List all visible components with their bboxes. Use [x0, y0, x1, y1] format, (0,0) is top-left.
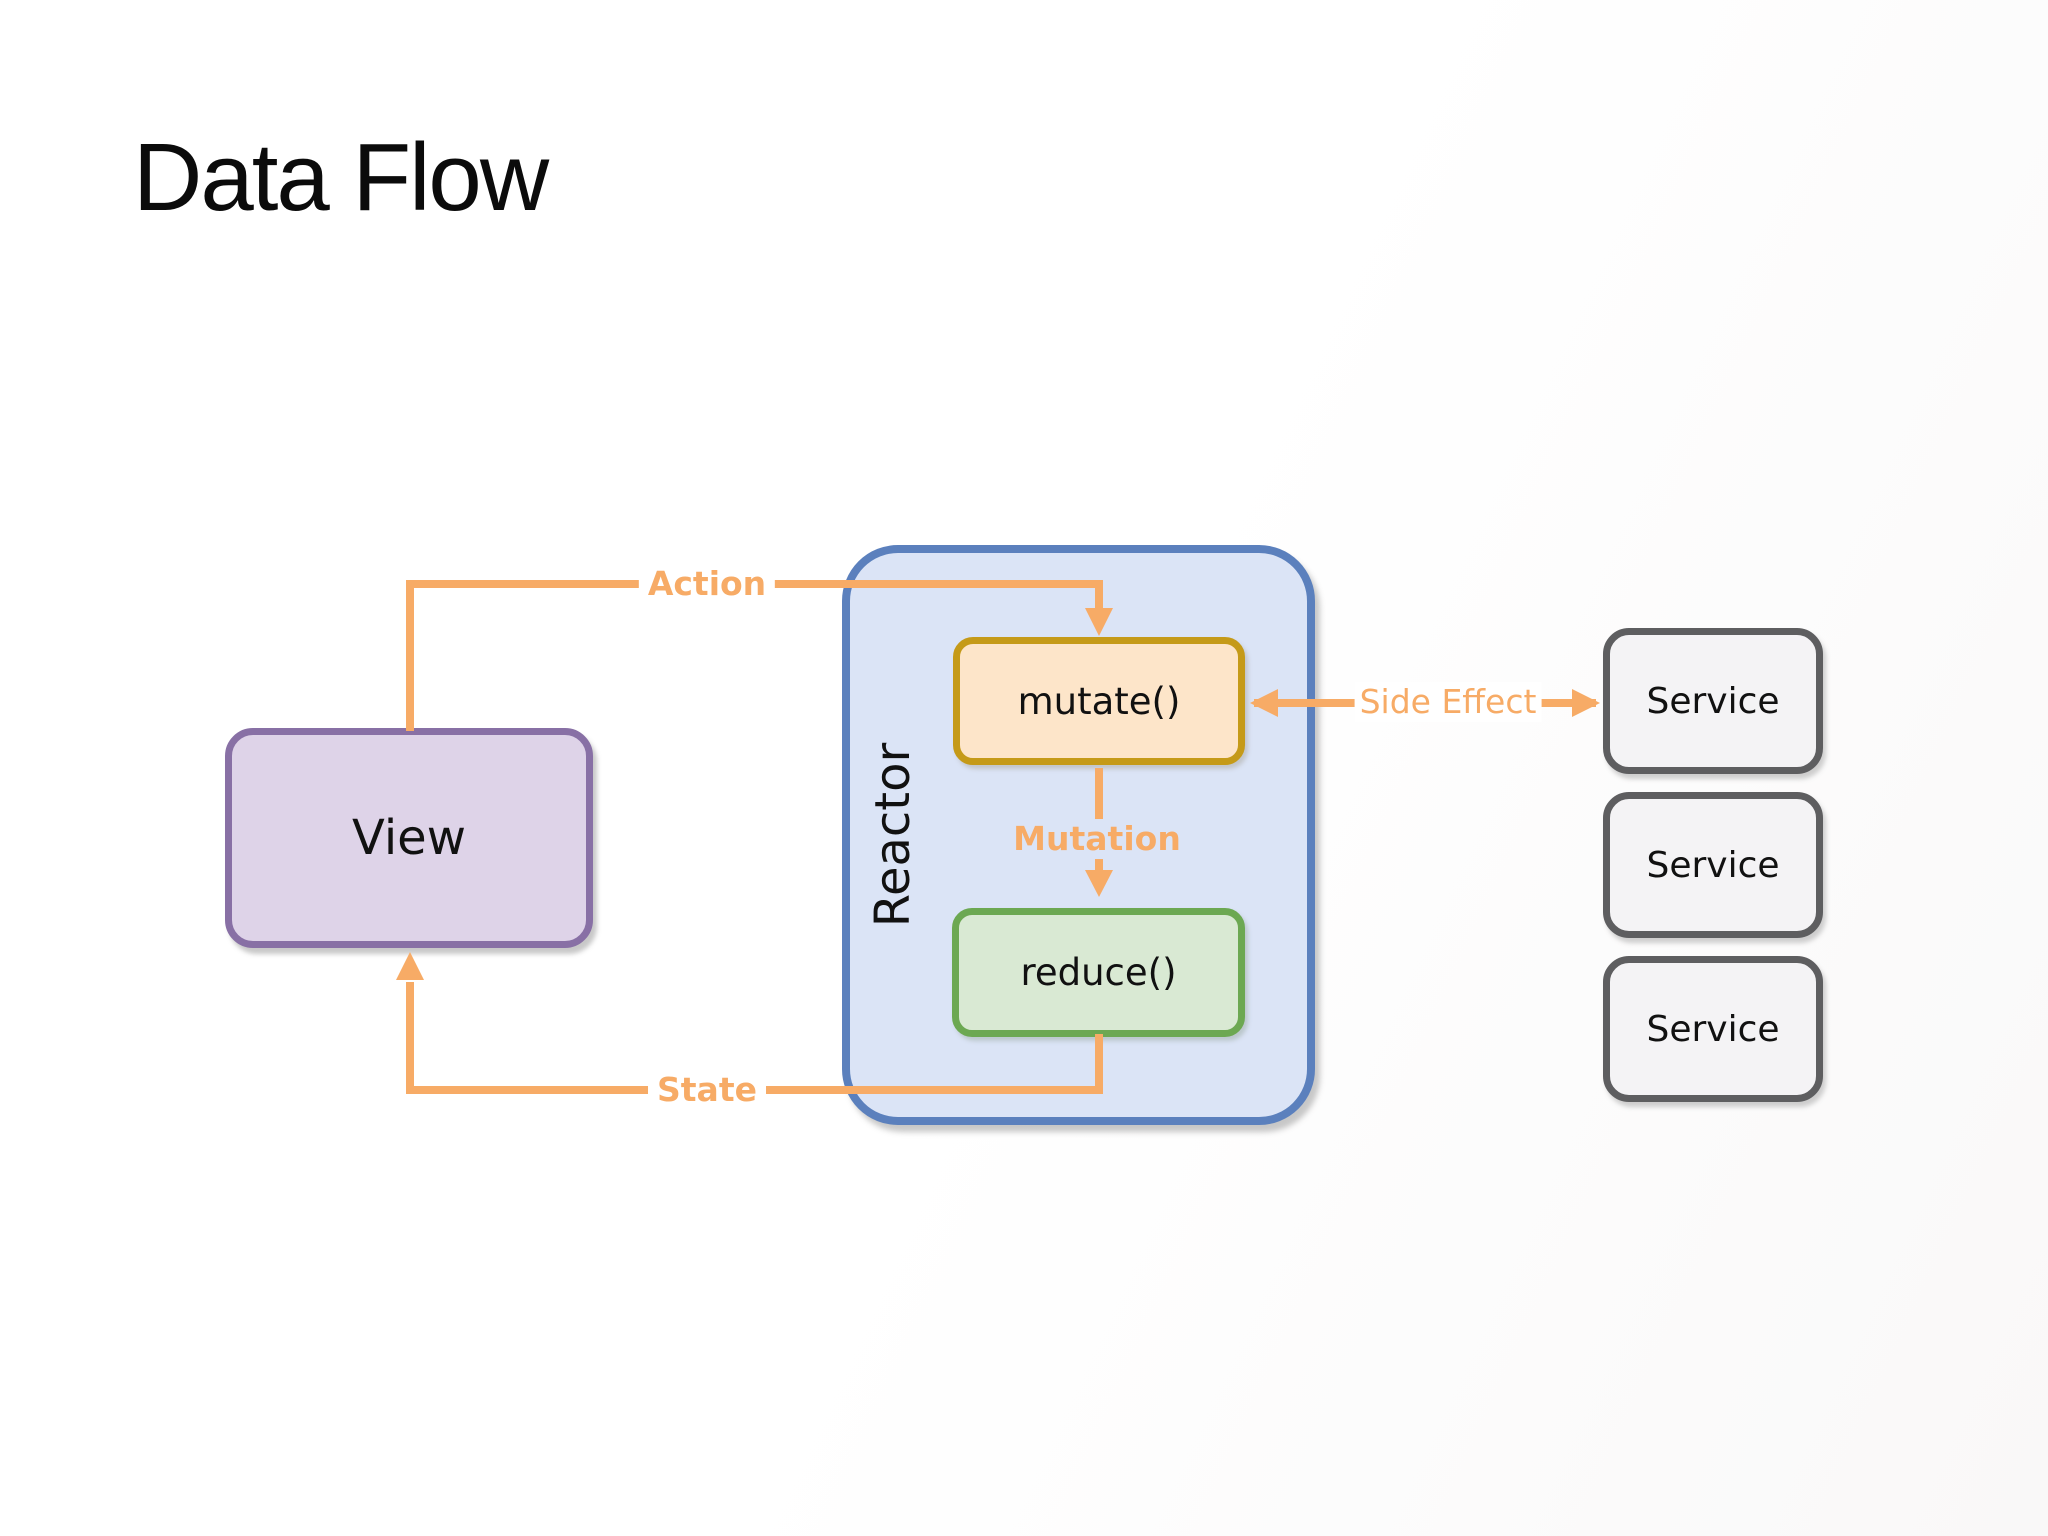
mutate-node: mutate(): [953, 637, 1245, 765]
action-edge-label: Action: [638, 564, 776, 604]
service-node-1-label: Service: [1646, 680, 1780, 722]
state-edge-label: State: [648, 1070, 766, 1110]
state-arrowhead-icon: [396, 952, 424, 980]
reduce-node: reduce(): [952, 908, 1245, 1037]
mutate-node-label: mutate(): [1017, 679, 1181, 723]
service-node-3-label: Service: [1646, 1008, 1780, 1050]
reduce-node-label: reduce(): [1020, 951, 1177, 994]
page-title: Data Flow: [133, 124, 549, 231]
view-node: View: [225, 728, 593, 948]
service-node-1: Service: [1603, 628, 1823, 774]
view-node-label: View: [352, 810, 466, 866]
side-effect-edge-label: Side Effect: [1354, 682, 1542, 722]
service-node-3: Service: [1603, 956, 1823, 1102]
service-node-2-label: Service: [1646, 844, 1780, 886]
service-node-2: Service: [1603, 792, 1823, 938]
mutation-edge-label: Mutation: [1004, 819, 1190, 859]
reactor-label: Reactor: [865, 742, 921, 928]
side-effect-right-arrowhead-icon: [1572, 689, 1600, 717]
